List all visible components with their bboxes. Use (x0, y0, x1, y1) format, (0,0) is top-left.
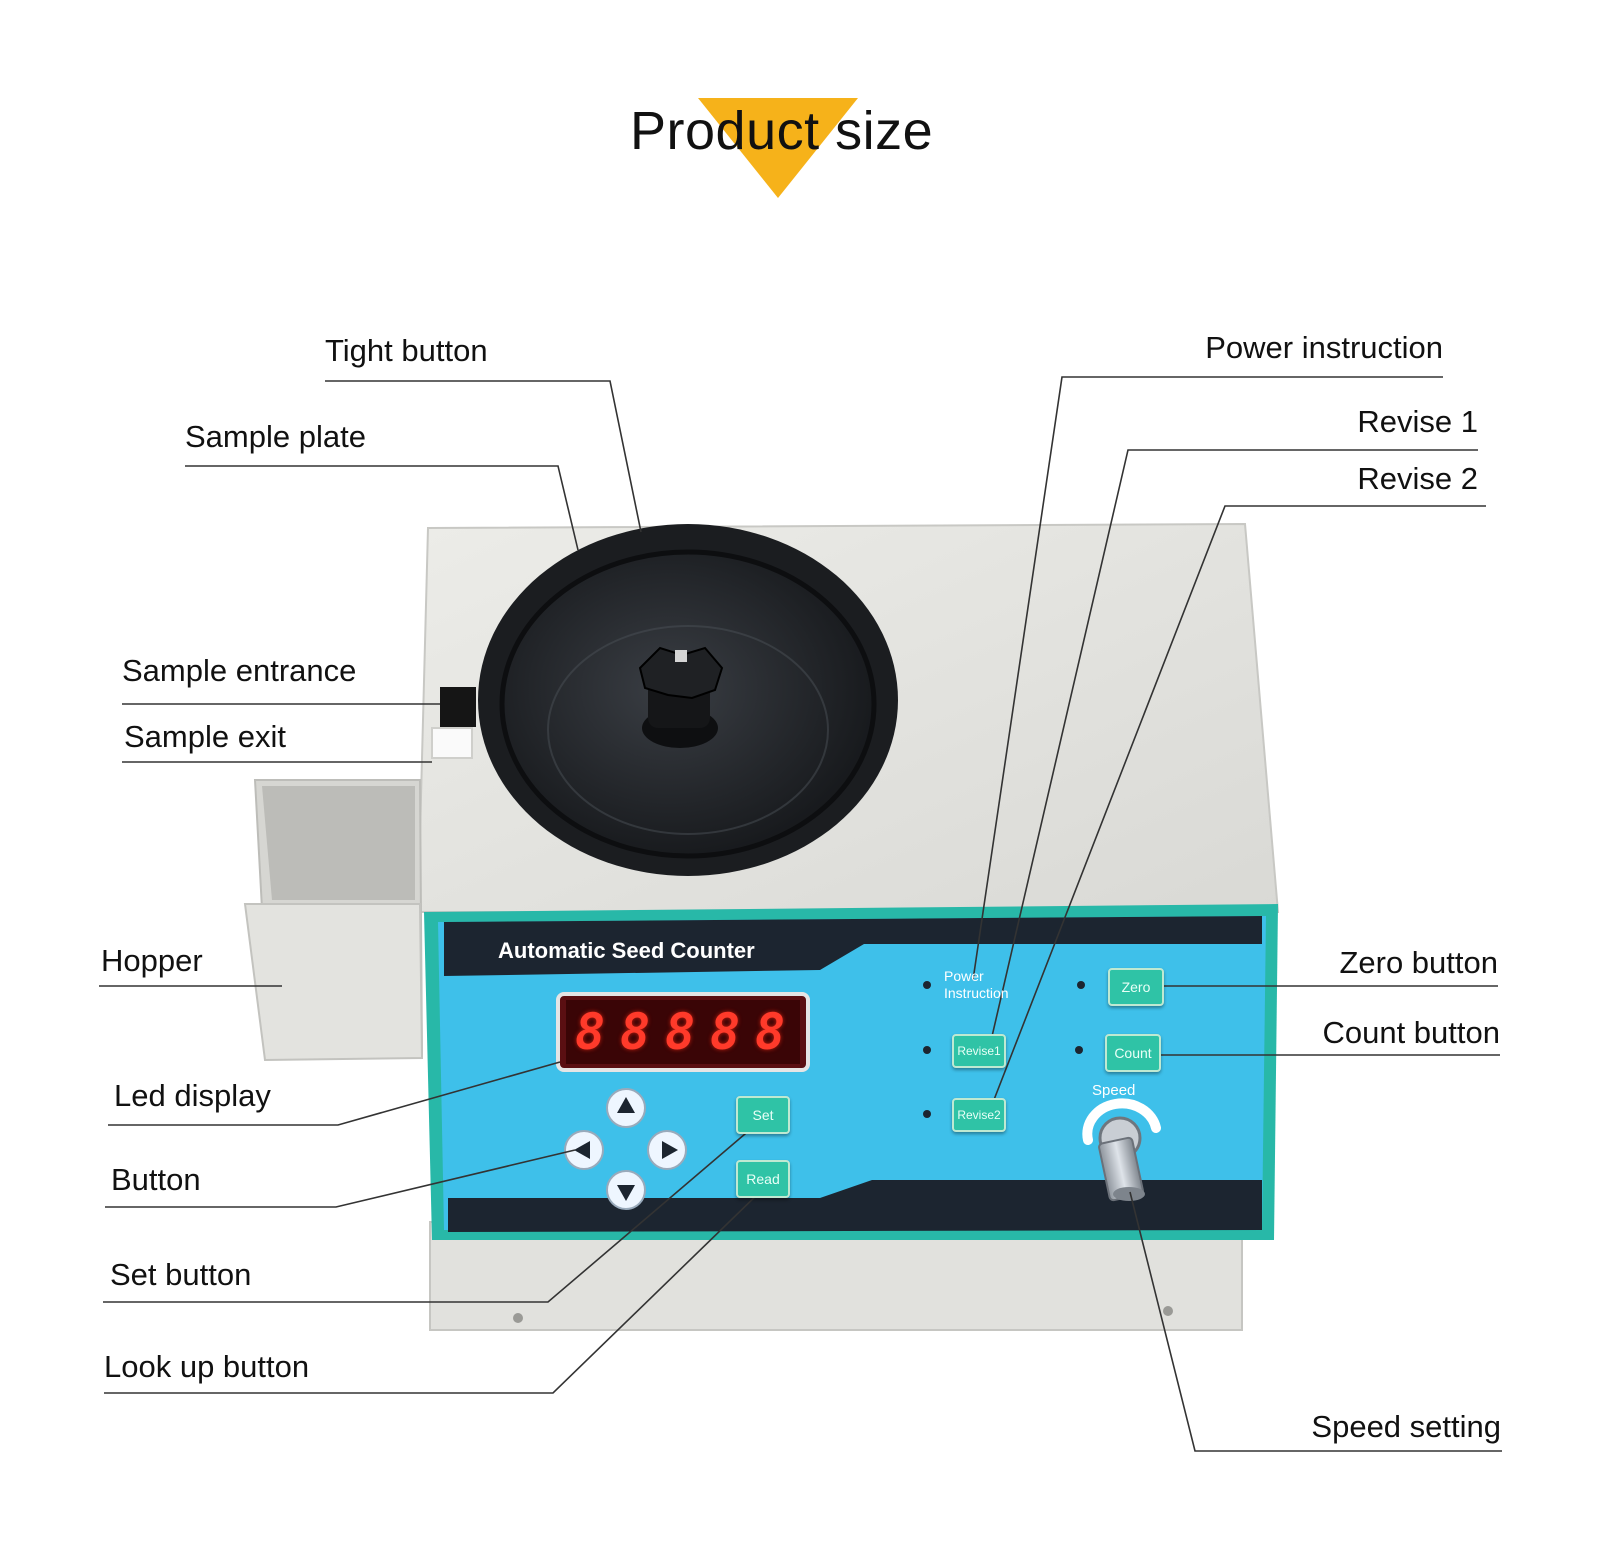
read-button[interactable]: Read (736, 1160, 790, 1198)
panel-title: Automatic Seed Counter (498, 938, 755, 963)
callout-led-display: Led display (114, 1078, 271, 1113)
callout-sample-exit: Sample exit (124, 719, 286, 754)
led-digit: 8 (574, 1003, 606, 1061)
led-digit: 8 (619, 1003, 651, 1061)
callout-tight-button: Tight button (325, 333, 488, 368)
revise2-button[interactable]: Revise2 (952, 1098, 1006, 1132)
led-digit: 8 (709, 1003, 741, 1061)
callout-revise-2: Revise 2 (1357, 461, 1478, 496)
screw-icon (1163, 1306, 1173, 1316)
callout-power-instruction: Power instruction (1205, 330, 1443, 365)
count-button[interactable]: Count (1105, 1034, 1161, 1072)
led-digit: 8 (664, 1003, 696, 1061)
power-instruction-label: Power Instruction (944, 968, 1009, 1001)
callout-hopper: Hopper (101, 943, 203, 978)
callout-button: Button (111, 1162, 201, 1197)
led-digit: 8 (754, 1003, 786, 1061)
screw-icon (513, 1313, 523, 1323)
page-title: Product size (630, 101, 934, 161)
set-button[interactable]: Set (736, 1096, 790, 1134)
accent-triangle-icon (698, 98, 858, 198)
callout-speed-setting: Speed setting (1311, 1409, 1501, 1444)
revise1-button[interactable]: Revise1 (952, 1034, 1006, 1068)
speed-label: Speed (1092, 1082, 1136, 1099)
callout-sample-entrance: Sample entrance (122, 653, 357, 688)
callout-revise-1: Revise 1 (1357, 404, 1478, 439)
zero-button[interactable]: Zero (1108, 968, 1164, 1006)
callout-zero-button: Zero button (1339, 945, 1498, 980)
callout-look-up-button: Look up button (104, 1349, 310, 1384)
callout-sample-plate: Sample plate (185, 419, 366, 454)
callout-set-button: Set button (110, 1257, 252, 1292)
callout-count-button: Count button (1322, 1015, 1500, 1050)
